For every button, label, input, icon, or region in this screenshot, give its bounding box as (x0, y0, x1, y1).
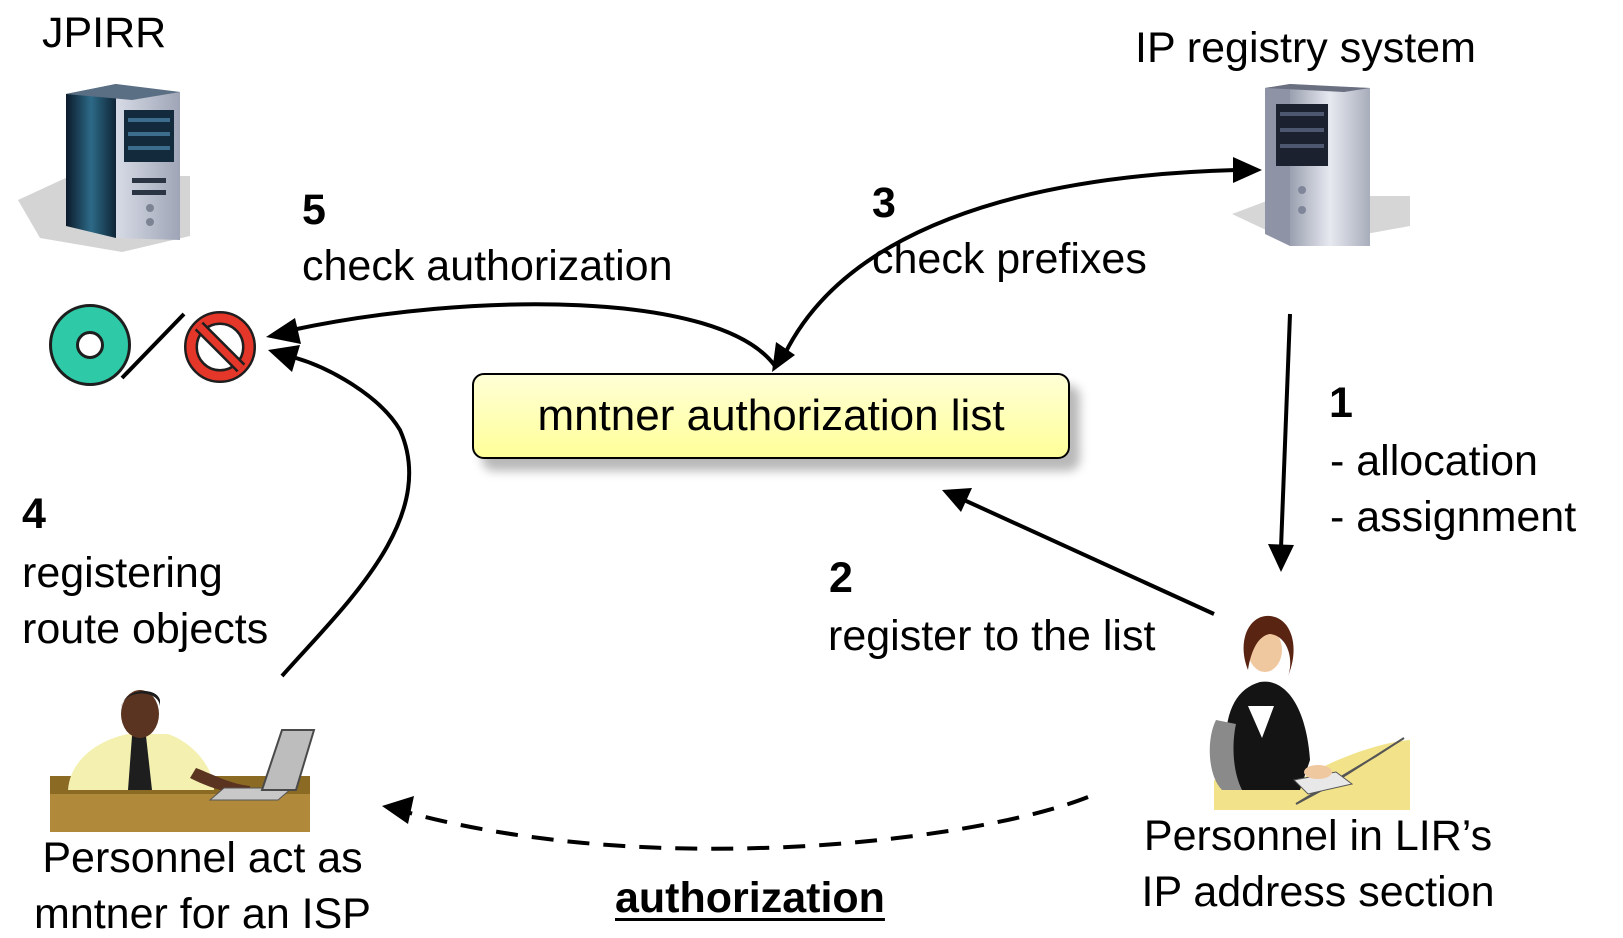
step-4-line-route-objects: route objects (22, 605, 269, 653)
step-3-number: 3 (872, 179, 896, 227)
isp-person-icon (50, 690, 316, 832)
lir-person-label-line2: IP address section (1141, 868, 1495, 916)
step-2-label: register to the list (828, 612, 1156, 660)
lir-person-icon (1209, 615, 1410, 810)
step-3-label: check prefixes (872, 235, 1147, 283)
mntner-authorization-list-box: mntner authorization list (472, 373, 1070, 459)
step-5-label: check authorization (302, 242, 673, 290)
isp-person-label-line2: mntner for an ISP (34, 890, 371, 938)
isp-person-label-line1: Personnel act as (42, 834, 363, 882)
step-2-number: 2 (829, 554, 853, 602)
authorization-label: authorization (615, 874, 885, 922)
step-4-line-registering: registering (22, 549, 223, 597)
edge-1-allocation (1268, 313, 1294, 572)
edge-5-check-authorization (266, 302, 777, 368)
ok-circle-icon (49, 304, 131, 386)
prohibited-icon (184, 311, 256, 383)
step-1-number: 1 (1329, 379, 1353, 427)
lir-person-label-line1: Personnel in LIR’s (1143, 812, 1493, 860)
isp-person-label: Personnel act as mntner for an ISP (0, 837, 405, 936)
lir-person-label: Personnel in LIR’s IP address section (1108, 815, 1528, 914)
registry-label: IP registry system (1135, 24, 1476, 72)
jpirr-server-icon (18, 84, 190, 252)
step-4-number: 4 (22, 490, 46, 538)
edge-4-registering (268, 345, 412, 678)
edge-2-register (942, 488, 1215, 616)
edge-authorization (382, 795, 1089, 851)
list-box-label: mntner authorization list (537, 391, 1005, 440)
ok-deny-separator (120, 312, 186, 380)
step-1-line-assignment: - assignment (1330, 493, 1577, 541)
jpirr-label: JPIRR (42, 9, 167, 57)
registry-server-icon (1232, 84, 1410, 246)
step-5-number: 5 (302, 186, 326, 234)
step-1-line-allocation: - allocation (1330, 437, 1538, 485)
edge-3-check-prefixes (772, 157, 1262, 372)
